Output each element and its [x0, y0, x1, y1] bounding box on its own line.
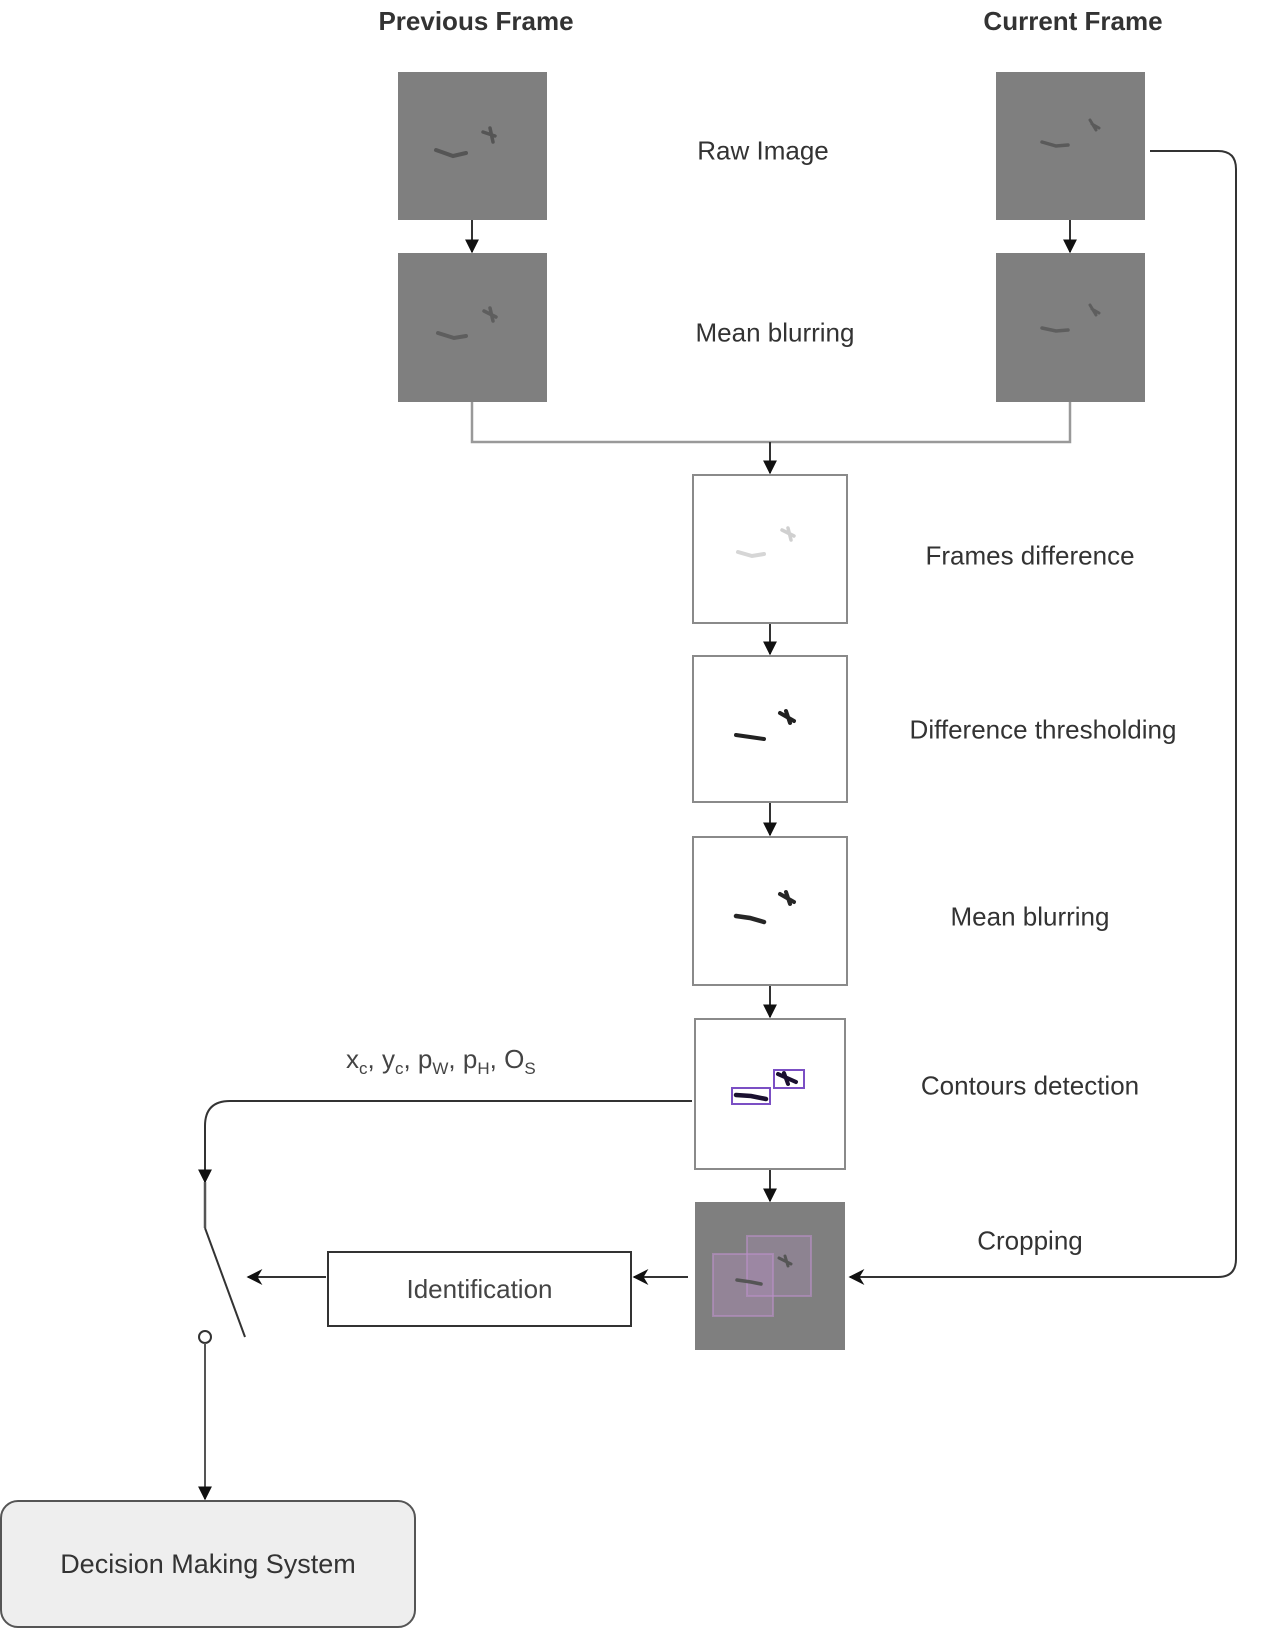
crop-region	[712, 1253, 774, 1317]
contour-output-params: xc, yc, pW, pH, OS	[346, 1044, 536, 1079]
arrow-contours-to-switch	[198, 1100, 692, 1184]
param-pw-sub: W	[432, 1059, 449, 1079]
previous-blurred-image	[398, 253, 547, 402]
switch-lever[interactable]	[204, 1227, 246, 1338]
current-blurred-image	[996, 253, 1145, 402]
bird-silhouettes	[1040, 118, 1101, 148]
bounding-box	[731, 1087, 771, 1105]
crop-region	[746, 1235, 812, 1297]
decision-making-system-box[interactable]: Decision Making System	[0, 1500, 416, 1628]
param-x-sub: c	[359, 1059, 368, 1079]
bird-silhouettes	[712, 1235, 812, 1317]
bird-silhouettes	[733, 890, 796, 925]
mean-blur-threshold-image	[692, 836, 848, 986]
contours-detection-image	[694, 1018, 846, 1170]
decision-making-label: Decision Making System	[60, 1548, 356, 1579]
label-frames-difference: Frames difference	[925, 540, 1135, 571]
label-difference-thresholding: Difference thresholding	[909, 714, 1177, 745]
merge-line	[470, 402, 1072, 444]
identification-label: Identification	[406, 1273, 553, 1304]
current-raw-image	[996, 72, 1145, 220]
switch-contact	[198, 1330, 212, 1344]
previous-frame-title: Previous Frame	[378, 6, 574, 36]
bird-silhouettes	[736, 526, 796, 559]
identification-box[interactable]: Identification	[327, 1251, 632, 1327]
frames-difference-image	[692, 474, 848, 624]
bird-silhouettes	[734, 709, 796, 741]
param-x: x	[346, 1044, 359, 1074]
separator: ,	[489, 1044, 505, 1074]
param-y: y	[381, 1044, 395, 1074]
current-frame-title: Current Frame	[983, 6, 1163, 36]
previous-raw-image	[398, 72, 547, 220]
param-pw: p	[417, 1044, 433, 1074]
separator: ,	[448, 1044, 463, 1074]
bird-silhouettes	[436, 306, 498, 341]
label-mean-blurring-1: Mean blurring	[695, 317, 855, 348]
param-ph: p	[462, 1044, 478, 1074]
param-os-sub: S	[524, 1059, 536, 1079]
difference-threshold-image	[692, 655, 848, 803]
param-y-sub: c	[394, 1059, 404, 1079]
param-os: O	[504, 1044, 525, 1074]
bird-silhouettes	[731, 1069, 805, 1105]
separator: ,	[403, 1044, 418, 1074]
label-raw-image: Raw Image	[697, 135, 829, 166]
label-mean-blurring-2: Mean blurring	[950, 901, 1110, 932]
arrow-current-to-crop	[848, 150, 1237, 1285]
bird-silhouettes	[434, 126, 497, 159]
label-contours-detection: Contours detection	[920, 1070, 1140, 1101]
bounding-box	[773, 1069, 805, 1089]
label-cropping: Cropping	[977, 1225, 1083, 1256]
cropping-image	[695, 1202, 845, 1350]
bird-silhouettes	[1040, 303, 1101, 333]
param-ph-sub: H	[477, 1059, 490, 1079]
separator: ,	[367, 1044, 382, 1074]
